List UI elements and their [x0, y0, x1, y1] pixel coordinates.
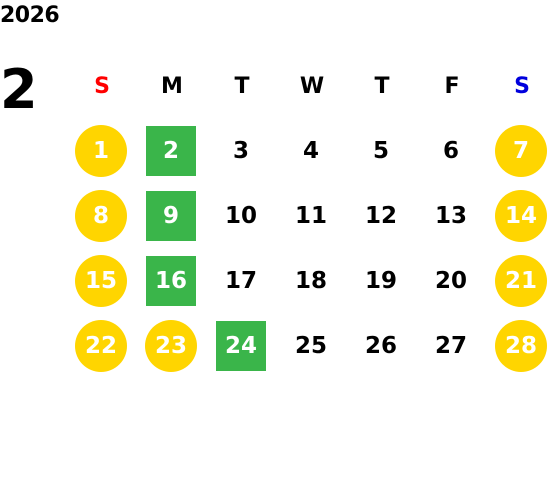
day-cell: 18: [294, 268, 327, 294]
day-cell-holiday: 28: [495, 320, 547, 372]
weekday-header: F: [444, 73, 460, 99]
day-cell-highlighted: 9: [146, 191, 196, 241]
day-cell-holiday: 21: [495, 255, 547, 307]
day-cell-holiday: 7: [495, 125, 547, 177]
day-cell-highlighted: 2: [146, 126, 196, 176]
day-cell: 5: [372, 138, 389, 164]
day-cell: 27: [434, 333, 467, 359]
day-cell-highlighted: 16: [146, 256, 196, 306]
weekday-header: T: [234, 73, 250, 99]
day-cell: 3: [232, 138, 249, 164]
day-cell-holiday: 1: [75, 125, 127, 177]
calendar-year: 2026: [0, 3, 60, 28]
day-cell: 17: [224, 268, 257, 294]
weekday-header: S: [514, 73, 530, 99]
day-cell-holiday: 23: [145, 320, 197, 372]
weekday-header: M: [161, 73, 183, 99]
weekday-header: W: [299, 73, 325, 99]
day-cell-highlighted: 24: [216, 321, 266, 371]
day-cell: 25: [294, 333, 327, 359]
day-cell: 19: [364, 268, 397, 294]
day-cell: 13: [434, 203, 467, 229]
day-cell: 4: [302, 138, 319, 164]
calendar-month: 2: [0, 58, 38, 121]
day-cell: 26: [364, 333, 397, 359]
day-cell: 12: [364, 203, 397, 229]
weekday-header: S: [94, 73, 110, 99]
day-cell-holiday: 22: [75, 320, 127, 372]
weekday-header: T: [374, 73, 390, 99]
day-cell: 6: [442, 138, 459, 164]
day-cell-holiday: 14: [495, 190, 547, 242]
day-cell-holiday: 8: [75, 190, 127, 242]
day-cell: 20: [434, 268, 467, 294]
day-cell-holiday: 15: [75, 255, 127, 307]
day-cell: 11: [294, 203, 327, 229]
day-cell: 10: [224, 203, 257, 229]
